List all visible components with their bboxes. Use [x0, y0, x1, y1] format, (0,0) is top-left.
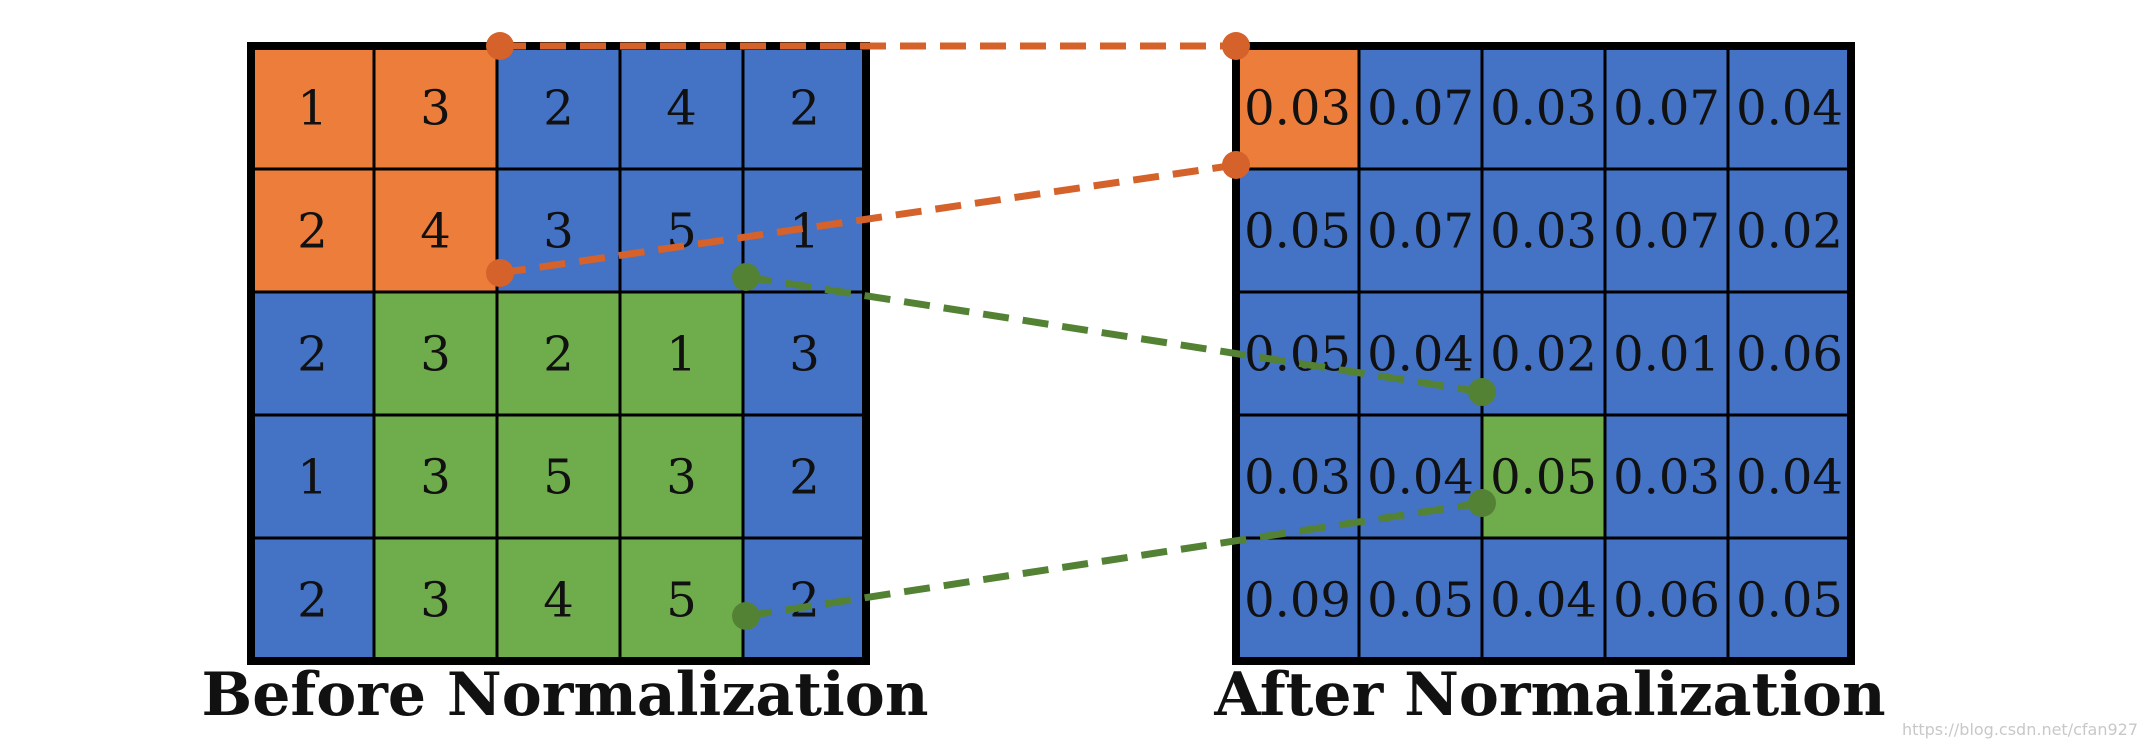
after-cell-value-r4-c5: 0.04 — [1736, 450, 1843, 506]
after-cell-value-r5-c1: 0.09 — [1244, 573, 1351, 629]
before-cell-value-r3-c5: 3 — [789, 327, 820, 383]
after-cell-r1-c5 — [1726, 44, 1853, 171]
before-cell-value-r1-c1: 1 — [297, 81, 328, 137]
before-cell-value-r3-c4: 1 — [666, 327, 697, 383]
after-cell-r4-c4 — [1603, 413, 1730, 540]
orange-connector-top — [486, 32, 1250, 60]
green-connector-bottom-start-dot — [732, 602, 760, 630]
before-cell-r3-c4 — [618, 290, 745, 417]
before-cell-value-r3-c1: 2 — [297, 327, 328, 383]
watermark: https://blog.csdn.net/cfan927 — [1902, 720, 2138, 739]
after-cell-value-r3-c4: 0.01 — [1613, 327, 1720, 383]
before-cell-r5-c3 — [495, 536, 622, 663]
after-cell-r5-c5 — [1726, 536, 1853, 663]
after-cell-value-r1-c4: 0.07 — [1613, 81, 1720, 137]
green-connector-bottom-end-dot — [1468, 489, 1496, 517]
after-cell-value-r1-c2: 0.07 — [1367, 81, 1474, 137]
after-cell-value-r2-c2: 0.07 — [1367, 204, 1474, 260]
orange-connector-top-start-dot — [486, 32, 514, 60]
after-normalization-caption: After Normalization — [1213, 660, 1885, 730]
after-cell-r3-c4 — [1603, 290, 1730, 417]
orange-connector-bottom-line — [499, 161, 1237, 277]
after-cell-value-r4-c4: 0.03 — [1613, 450, 1720, 506]
before-cell-value-r4-c2: 3 — [420, 450, 451, 506]
before-normalization-caption: Before Normalization — [202, 660, 929, 730]
orange-connector-bottom-end-dot — [1222, 151, 1250, 179]
before-cell-r1-c2 — [372, 44, 499, 171]
before-cell-value-r1-c4: 4 — [666, 81, 697, 137]
after-cell-value-r1-c3: 0.03 — [1490, 81, 1597, 137]
after-cell-value-r1-c5: 0.04 — [1736, 81, 1843, 137]
after-cell-value-r5-c3: 0.04 — [1490, 573, 1597, 629]
after-cell-value-r4-c3: 0.05 — [1490, 450, 1597, 506]
after-cell-r1-c3 — [1480, 44, 1607, 171]
before-cell-r5-c4 — [618, 536, 745, 663]
before-cell-r3-c1 — [249, 290, 376, 417]
green-connector-bottom — [732, 489, 1496, 630]
orange-connector-bottom — [486, 151, 1250, 287]
green-connector-bottom-line — [745, 499, 1483, 620]
after-cell-value-r4-c2: 0.04 — [1367, 450, 1474, 506]
after-cell-r3-c2 — [1357, 290, 1484, 417]
after-cell-value-r3-c3: 0.02 — [1490, 327, 1597, 383]
before-cell-value-r4-c1: 1 — [297, 450, 328, 506]
green-connector-top-end-dot — [1468, 378, 1496, 406]
connector-lines — [486, 32, 1496, 630]
before-cell-value-r2-c3: 3 — [543, 204, 574, 260]
orange-connector-bottom-start-dot — [486, 259, 514, 287]
before-cell-value-r5-c3: 4 — [543, 573, 574, 629]
after-cell-value-r3-c2: 0.04 — [1367, 327, 1474, 383]
before-cell-value-r3-c2: 3 — [420, 327, 451, 383]
after-cell-r5-c4 — [1603, 536, 1730, 663]
before-cell-value-r1-c3: 2 — [543, 81, 574, 137]
before-cell-r3-c2 — [372, 290, 499, 417]
after-cell-r5-c1 — [1234, 536, 1361, 663]
after-cell-value-r4-c1: 0.03 — [1244, 450, 1351, 506]
after-cell-r3-c5 — [1726, 290, 1853, 417]
orange-connector-top-end-dot — [1222, 32, 1250, 60]
before-cell-value-r4-c4: 3 — [666, 450, 697, 506]
after-cell-value-r2-c3: 0.03 — [1490, 204, 1597, 260]
after-cell-value-r3-c1: 0.05 — [1244, 327, 1351, 383]
after-cell-value-r5-c5: 0.05 — [1736, 573, 1843, 629]
after-cell-value-r3-c5: 0.06 — [1736, 327, 1843, 383]
before-cell-value-r2-c1: 2 — [297, 204, 328, 260]
after-cell-value-r5-c4: 0.06 — [1613, 573, 1720, 629]
before-cell-value-r5-c1: 2 — [297, 573, 328, 629]
before-cell-value-r2-c2: 4 — [420, 204, 451, 260]
green-connector-top-start-dot — [732, 263, 760, 291]
after-cell-value-r2-c4: 0.07 — [1613, 204, 1720, 260]
before-cell-value-r1-c5: 2 — [789, 81, 820, 137]
before-cell-value-r1-c2: 3 — [420, 81, 451, 137]
after-cell-r5-c3 — [1480, 536, 1607, 663]
before-cell-value-r4-c5: 2 — [789, 450, 820, 506]
before-cell-value-r5-c4: 5 — [666, 573, 697, 629]
after-cell-r4-c1 — [1234, 413, 1361, 540]
before-cell-r4-c2 — [372, 413, 499, 540]
after-cell-value-r1-c1: 0.03 — [1244, 81, 1351, 137]
before-cell-value-r5-c2: 3 — [420, 573, 451, 629]
after-cell-value-r2-c1: 0.05 — [1244, 204, 1351, 260]
after-cell-value-r5-c2: 0.05 — [1367, 573, 1474, 629]
green-connector-top — [732, 263, 1496, 406]
before-cell-value-r3-c3: 2 — [543, 327, 574, 383]
before-cell-r2-c5 — [741, 167, 868, 294]
after-cell-value-r2-c5: 0.02 — [1736, 204, 1843, 260]
before-cell-r4-c3 — [495, 413, 622, 540]
before-cell-value-r5-c5: 2 — [789, 573, 820, 629]
green-connector-top-line — [745, 273, 1483, 396]
before-cell-r3-c3 — [495, 290, 622, 417]
before-cell-value-r4-c3: 5 — [543, 450, 574, 506]
after-normalization-grid: 0.03 0.07 0.03 0.07 0.04 0.05 0.07 0.03 0.07 0.02… — [1232, 42, 1855, 665]
